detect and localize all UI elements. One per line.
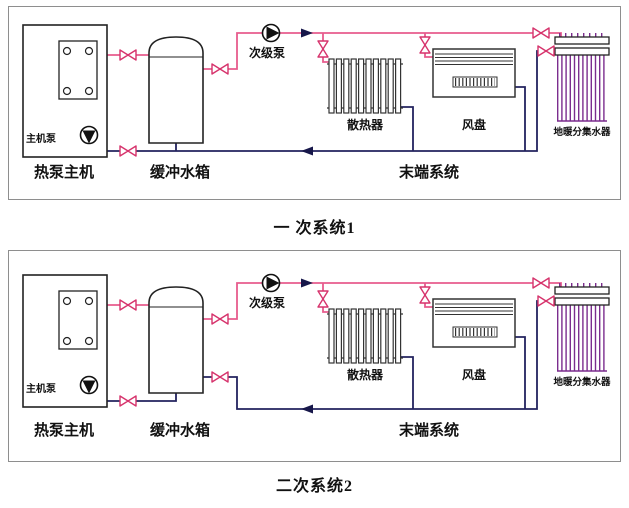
buffer-tank — [148, 36, 204, 144]
valve-icon — [317, 40, 329, 58]
radiator — [327, 308, 403, 364]
main-pump-icon — [79, 375, 99, 395]
secondary-pump-icon — [261, 273, 281, 293]
system-1-title: 一 次系统1 — [273, 220, 356, 237]
system-1-panel: 主机泵 — [8, 6, 621, 200]
fan-coil-label: 风盘 — [462, 367, 486, 382]
flow-arrow-right-icon — [301, 28, 313, 38]
flow-arrow-left-icon — [301, 146, 313, 156]
valve-icon — [537, 45, 555, 57]
buffer-tank — [148, 286, 204, 394]
main-pump-label: 主机泵 — [26, 382, 57, 395]
valve-icon — [211, 63, 229, 75]
floor-heating-manifold — [554, 283, 610, 372]
terminal-system-label: 末端系统 — [399, 163, 459, 181]
valve-icon — [317, 290, 329, 308]
flow-arrow-right-icon — [301, 278, 313, 288]
valve-icon — [211, 313, 229, 325]
secondary-pump-icon — [261, 23, 281, 43]
heat-pump-label: 热泵主机 — [34, 163, 94, 181]
valve-icon — [532, 277, 550, 289]
fan-coil-label: 风盘 — [462, 117, 486, 132]
heat-pump-label: 热泵主机 — [34, 421, 94, 439]
floor-heating-manifold — [554, 33, 610, 122]
return-pipes — [107, 50, 555, 152]
system-2-diagram: 主机泵 — [22, 273, 611, 439]
flow-arrow-left-icon — [301, 404, 313, 414]
heat-pump-unit: 主机泵 — [22, 274, 108, 408]
main-pump-label: 主机泵 — [26, 132, 57, 145]
return-pipes — [107, 300, 555, 410]
valve-icon — [119, 395, 137, 407]
system-1-diagram: 主机泵 — [22, 23, 611, 181]
valve-icon — [211, 371, 229, 383]
main-pump-icon — [79, 125, 99, 145]
heat-pump-unit: 主机泵 — [22, 24, 108, 158]
flow-arrows — [301, 278, 313, 414]
radiator — [327, 58, 403, 114]
buffer-tank-label: 缓冲水箱 — [150, 421, 210, 439]
terminal-system-label: 末端系统 — [399, 421, 459, 439]
secondary-pump-label: 次级泵 — [249, 45, 285, 60]
manifold-label: 地暖分集水器 — [553, 376, 611, 388]
manifold-label: 地暖分集水器 — [553, 126, 611, 138]
valve-icon — [419, 36, 431, 54]
valve-icon — [532, 27, 550, 39]
valve-icon — [119, 49, 137, 61]
system-2-title: 二次系统2 — [275, 478, 353, 495]
radiator-label: 散热器 — [347, 117, 384, 132]
flow-arrows — [301, 28, 313, 156]
valve-icon — [537, 295, 555, 307]
valve-icon — [119, 299, 137, 311]
fan-coil-unit — [432, 48, 516, 98]
fan-coil-unit — [432, 298, 516, 348]
system-2-panel: 主机泵 — [8, 250, 621, 462]
valve-icon — [119, 145, 137, 157]
secondary-pump-label: 次级泵 — [249, 295, 285, 310]
radiator-label: 散热器 — [347, 367, 384, 382]
buffer-tank-label: 缓冲水箱 — [150, 163, 210, 181]
valve-icon — [419, 286, 431, 304]
